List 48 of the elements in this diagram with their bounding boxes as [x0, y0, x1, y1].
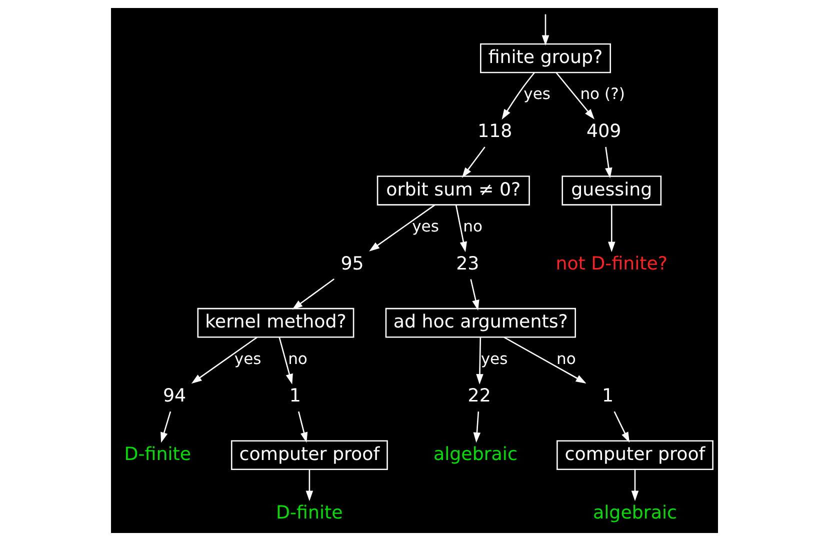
node-text: 409 — [586, 120, 621, 142]
arrow — [501, 72, 534, 120]
node-text: algebraic — [592, 502, 676, 524]
arrow — [461, 146, 485, 178]
node-box: finite group? — [480, 43, 610, 74]
node-text: 1 — [288, 386, 300, 407]
node-text: 23 — [456, 253, 479, 274]
edge-label: no (?) — [580, 85, 624, 104]
edge-label: yes — [480, 350, 508, 368]
arrow — [278, 337, 292, 384]
arrow — [503, 336, 586, 384]
arrow — [613, 411, 630, 443]
arrow — [292, 278, 334, 310]
node-text: 94 — [162, 386, 186, 407]
node-text: 22 — [467, 386, 490, 407]
edge-label: yes — [412, 218, 438, 236]
arrow — [368, 204, 435, 252]
node-text: D-finite — [276, 502, 342, 524]
node-text: 118 — [477, 120, 512, 142]
edge-label: no — [288, 350, 307, 368]
node-text: D-finite — [124, 444, 191, 465]
node-text: 1 — [601, 386, 614, 407]
arrow — [604, 146, 612, 178]
arrow — [630, 470, 638, 502]
arrow — [470, 279, 479, 310]
node-box: orbit sum ≠ 0? — [376, 176, 530, 206]
node-text: not D-finite? — [555, 253, 668, 274]
node-text: algebraic — [432, 444, 517, 465]
arrow — [476, 337, 483, 384]
node-box: guessing — [561, 176, 662, 206]
arrow — [472, 412, 480, 443]
node-box: kernel method? — [196, 308, 354, 338]
edge-label: yes — [523, 85, 550, 104]
node-text: 95 — [340, 253, 364, 274]
arrow — [608, 204, 615, 252]
arrow — [190, 336, 258, 384]
arrow — [305, 470, 313, 502]
arrow — [160, 411, 171, 443]
arrow — [541, 14, 549, 46]
edge-label: no — [462, 218, 482, 236]
node-box: computer proof — [230, 440, 388, 470]
node-box: ad hoc arguments? — [384, 308, 576, 338]
arrow — [454, 204, 466, 252]
arrow — [555, 72, 594, 120]
edge-label: yes — [234, 350, 261, 368]
node-box: computer proof — [556, 440, 713, 470]
edge-label: no — [556, 350, 576, 368]
arrow — [298, 411, 308, 443]
